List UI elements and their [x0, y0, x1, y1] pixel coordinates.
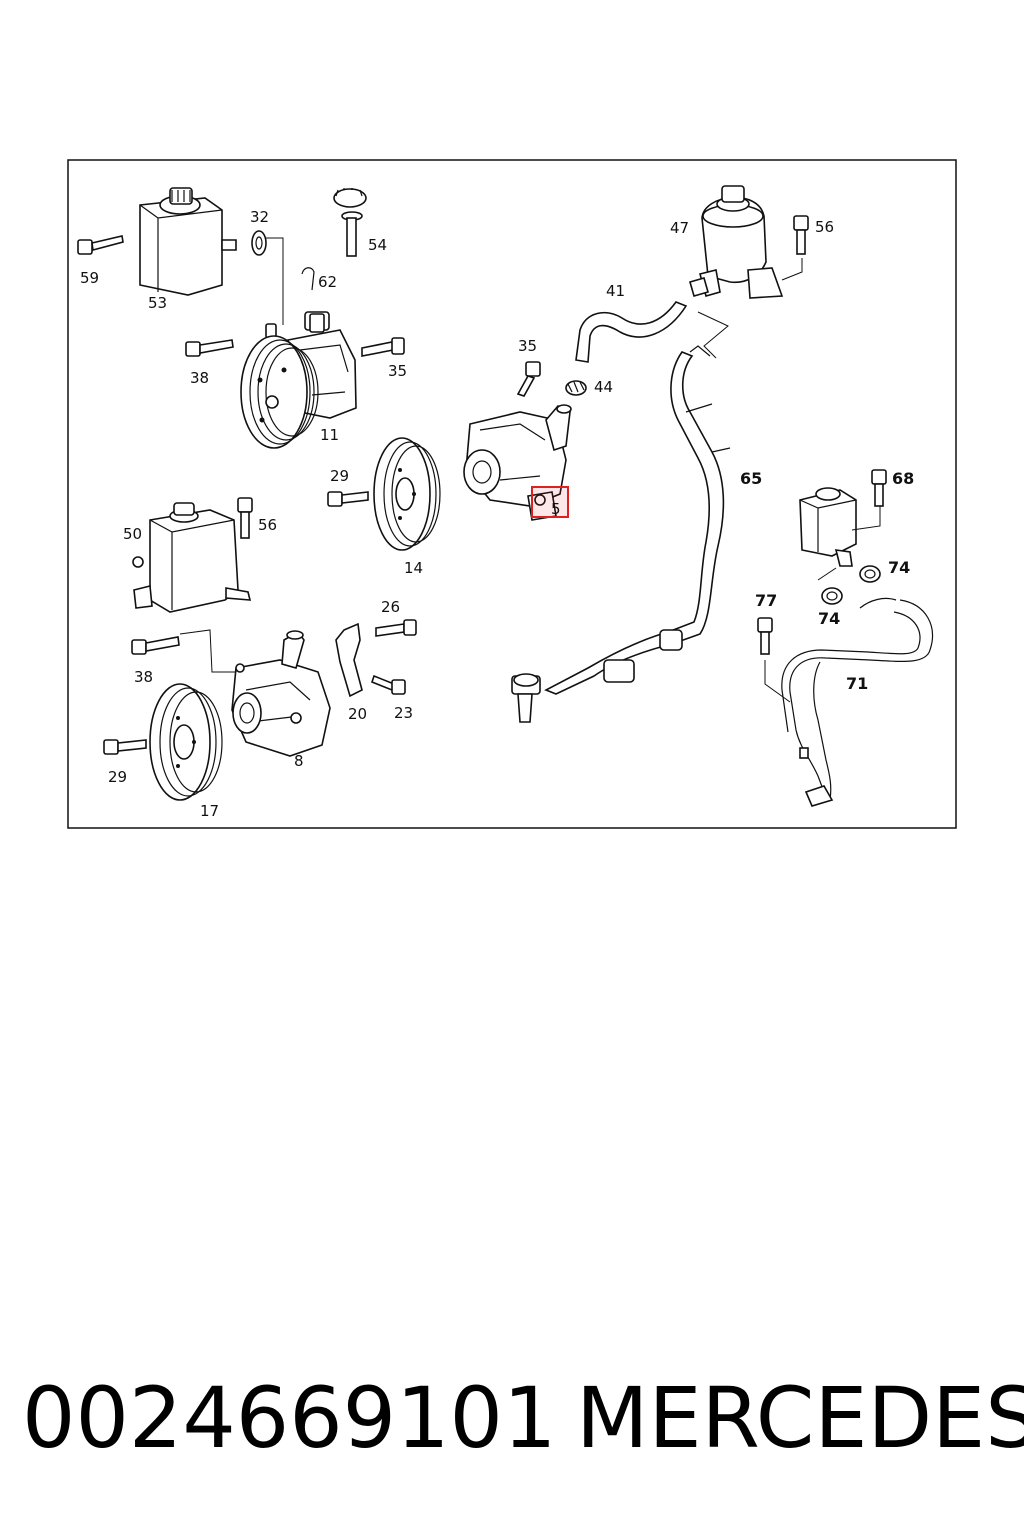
bolt-56-left	[237, 497, 253, 539]
pump-8	[231, 630, 331, 757]
hoses-71	[781, 597, 934, 807]
label-38-upper: 38	[190, 369, 209, 387]
pulley-17	[149, 683, 223, 801]
bolt-38-upper	[185, 339, 234, 357]
hose-65	[544, 351, 725, 695]
label-29-middle: 29	[330, 467, 349, 485]
label-74-lower: 74	[818, 609, 840, 628]
bolt-35-center	[516, 361, 541, 397]
label-44: 44	[594, 378, 613, 396]
label-17: 17	[200, 802, 219, 820]
bolt-54	[333, 188, 367, 257]
label-32: 32	[250, 208, 269, 226]
bolt-23	[371, 674, 406, 695]
label-62: 62	[318, 273, 337, 291]
label-53: 53	[148, 294, 167, 312]
label-65: 65	[740, 469, 762, 488]
label-50: 50	[123, 525, 142, 543]
hose-65-fitting	[511, 629, 683, 723]
bolt-29-middle	[327, 491, 369, 507]
seal-32	[251, 230, 267, 256]
label-68: 68	[892, 469, 914, 488]
reservoir-50	[132, 502, 252, 613]
pump-11	[240, 311, 357, 449]
label-35-upper: 35	[388, 362, 407, 380]
reservoir-47	[689, 185, 784, 299]
label-38-lower: 38	[134, 668, 153, 686]
clamp-74-lower	[821, 587, 843, 605]
bolt-29-lower	[103, 739, 147, 755]
clamp-74-right	[859, 565, 881, 583]
bolt-35-upper	[361, 337, 405, 357]
ring-44	[565, 380, 587, 396]
bolt-56-right	[793, 215, 809, 255]
pulley-14	[373, 437, 441, 551]
bolt-68	[871, 469, 887, 507]
label-14: 14	[404, 559, 423, 577]
bolt-38-lower	[131, 636, 180, 655]
label-26: 26	[381, 598, 400, 616]
reservoir-53	[139, 187, 237, 296]
highlight-box-5	[531, 486, 569, 518]
bolt-77	[757, 617, 773, 655]
label-47: 47	[670, 219, 689, 237]
label-56-left: 56	[258, 516, 277, 534]
hose-41	[575, 301, 688, 363]
label-56-right: 56	[815, 218, 834, 236]
label-29-lower: 29	[108, 768, 127, 786]
bolt-59	[77, 235, 124, 255]
clip-62	[301, 267, 315, 291]
label-35-center: 35	[518, 337, 537, 355]
label-74-right: 74	[888, 558, 910, 577]
label-23: 23	[394, 704, 413, 722]
label-77: 77	[755, 591, 777, 610]
reservoir-small	[799, 487, 857, 567]
label-54: 54	[368, 236, 387, 254]
bracket-20	[335, 622, 363, 698]
label-59: 59	[80, 269, 99, 287]
pump-5	[463, 404, 572, 521]
label-41: 41	[606, 282, 625, 300]
label-8: 8	[294, 752, 304, 770]
label-71: 71	[846, 674, 868, 693]
brand-name: MERCEDES	[576, 1369, 1024, 1467]
label-11: 11	[320, 426, 339, 444]
label-20: 20	[348, 705, 367, 723]
bolt-26	[375, 619, 417, 637]
label-5: 5	[551, 500, 561, 518]
part-number: 0024669101	[22, 1369, 557, 1467]
